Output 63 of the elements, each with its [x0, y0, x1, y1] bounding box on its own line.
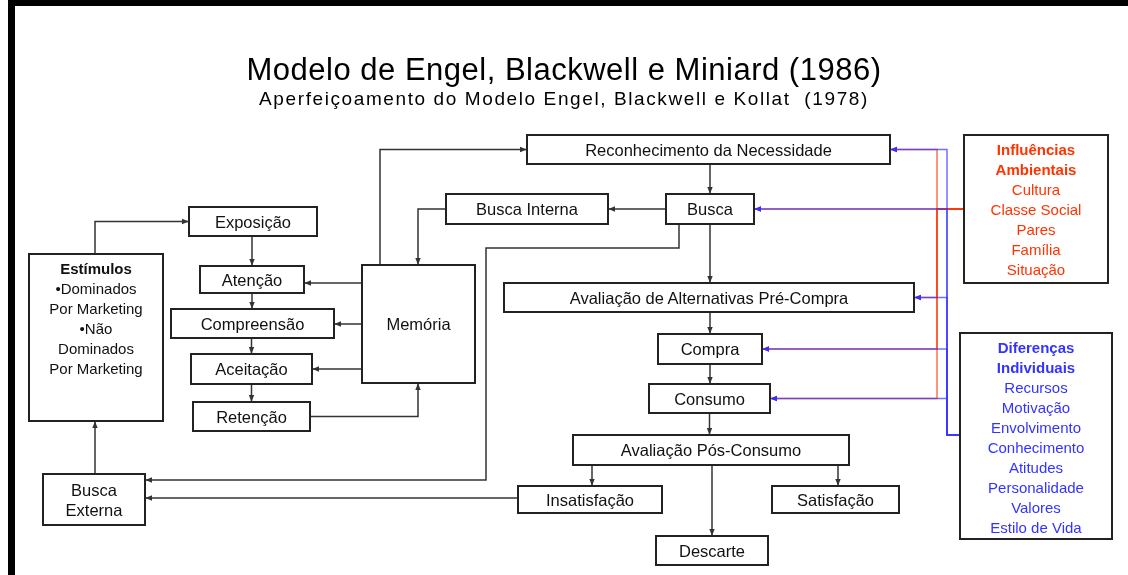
process-box: Descarte [655, 535, 769, 566]
diagram-title: Modelo de Engel, Blackwell e Miniard (1986) [245, 52, 883, 88]
box-item: Recursos [1004, 378, 1068, 398]
box-item: Personalidade [988, 478, 1084, 498]
arrow [92, 421, 98, 474]
box-item: Valores [1011, 498, 1061, 518]
memory-box: Memória [361, 264, 476, 384]
box-item: Classe Social [990, 200, 1082, 220]
process-box: Compra [657, 333, 763, 365]
process-box: Busca [665, 193, 755, 225]
arrow [249, 293, 255, 309]
process-box: Compreensão [170, 308, 335, 339]
arrow [310, 383, 421, 418]
arrow [312, 366, 362, 372]
box-item: •Não Dominados Por Marketing [48, 319, 144, 379]
arrow [707, 312, 713, 334]
process-box: Aceitação [190, 353, 313, 385]
arrow [707, 364, 713, 384]
box-item: Pares [1016, 220, 1056, 240]
arrow [707, 164, 713, 194]
box-heading: Estímulos [60, 259, 132, 279]
process-box: Busca Externa [42, 473, 146, 526]
process-box: Reconhecimento da Necessidade [526, 134, 891, 165]
process-box: Consumo [648, 383, 771, 414]
box-item: Conhecimento [987, 438, 1085, 458]
process-box: Atenção [199, 265, 305, 294]
box-item: Envolvimento [990, 418, 1081, 438]
influence-box [959, 332, 1113, 540]
arrow [589, 465, 595, 486]
arrow [835, 465, 841, 486]
process-box: Avaliação Pós-Consumo [572, 434, 850, 466]
arrow [334, 321, 362, 327]
arrow [379, 146, 527, 265]
process-box: Avaliação de Alternativas Pré-Compra [503, 282, 915, 313]
stimulus-box [28, 253, 164, 422]
arrow [304, 280, 362, 286]
arrow [249, 236, 255, 266]
box-item: Atitudes [1008, 458, 1064, 478]
arrow [94, 218, 189, 254]
arrow [145, 495, 518, 501]
arrow [707, 224, 713, 283]
box-heading: Diferenças Individuais [995, 338, 1077, 378]
box-item: Família [1011, 240, 1061, 260]
arrow [709, 465, 715, 536]
arrow [145, 224, 680, 483]
arrow [415, 208, 446, 265]
box-item: •Dominados Por Marketing [48, 279, 144, 319]
process-box: Exposição [188, 206, 318, 237]
arrow [248, 338, 255, 354]
arrow [706, 413, 713, 435]
box-item: Situação [1006, 260, 1066, 280]
arrow [608, 206, 666, 212]
process-box: Satisfação [771, 485, 900, 514]
process-box: Busca Interna [445, 193, 609, 225]
process-box: Retenção [192, 401, 311, 432]
box-heading: Influências Ambientais [994, 140, 1078, 180]
process-box: Insatisfação [517, 485, 663, 514]
box-item: Cultura [1011, 180, 1061, 200]
influence-box [963, 134, 1109, 284]
subtitle: Aperfeiçoamento do Modelo Engel, Blackwell e Kollat (1978) [258, 88, 870, 110]
box-item: Motivação [1001, 398, 1071, 418]
box-item: Estilo de Vida [990, 518, 1082, 538]
arrow [248, 384, 255, 402]
